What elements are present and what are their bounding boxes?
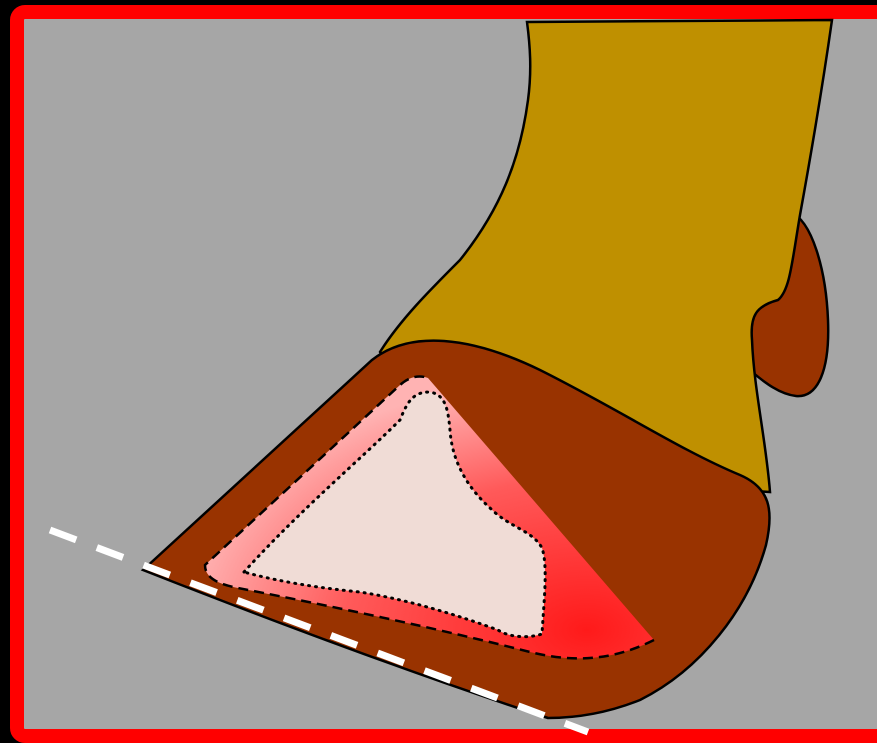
hoof-diagram [0,0,877,743]
hoof-diagram-svg [0,0,877,743]
